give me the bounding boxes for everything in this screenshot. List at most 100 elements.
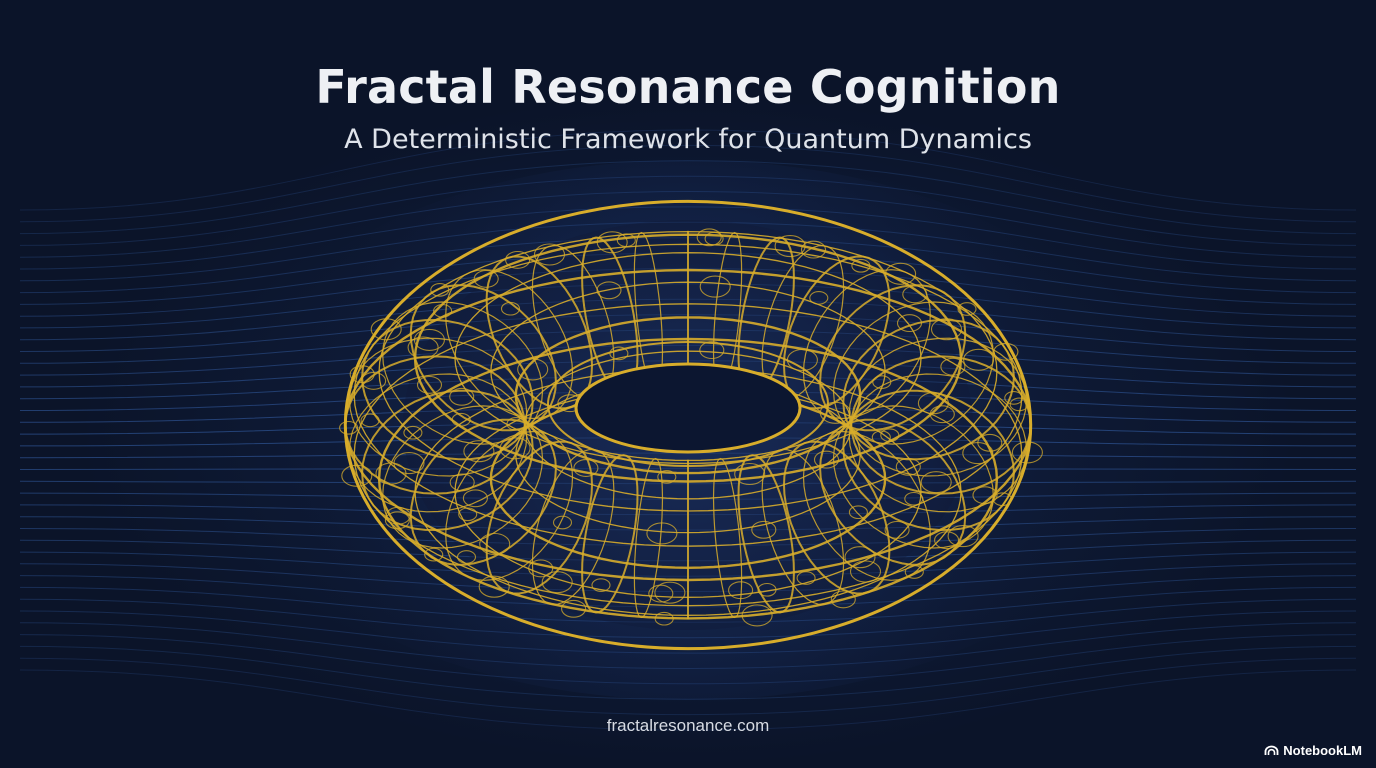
torus-inner-ring (547, 341, 829, 467)
torus-cell (800, 240, 827, 259)
torus-cell (416, 375, 443, 394)
torus-cell (654, 581, 686, 604)
torus-cell (734, 462, 766, 486)
torus-cell (1004, 391, 1024, 405)
field-line (19, 160, 1357, 235)
torus-cell (407, 336, 439, 359)
torus-cell (528, 559, 554, 578)
torus-cell (972, 486, 998, 505)
torus-cell (1011, 441, 1043, 464)
torus-cell (871, 430, 891, 445)
field-line (19, 206, 1357, 270)
notebooklm-brand: NotebookLM (1264, 743, 1362, 758)
torus-cell (375, 462, 407, 485)
torus-parallel (378, 230, 998, 512)
torus-cell (657, 470, 677, 484)
torus-cell (884, 520, 910, 539)
torus-cell (506, 417, 526, 431)
torus-cell (849, 560, 882, 583)
torus-cell (499, 437, 531, 460)
torus-cell (796, 571, 816, 585)
torus-cell (561, 599, 587, 618)
torus-cell (699, 341, 725, 360)
torus-cell (517, 358, 549, 381)
torus-cell (920, 471, 952, 494)
torus-cell (478, 575, 510, 598)
torus-cell (809, 291, 829, 305)
torus-cell (541, 571, 573, 594)
torus-cell (851, 258, 871, 273)
field-line (19, 634, 1357, 685)
field-line (19, 657, 1357, 716)
torus-cell (947, 525, 979, 548)
field-line (19, 221, 1357, 282)
torus-cell (741, 604, 773, 627)
torus-cell (728, 581, 754, 600)
torus-cell (451, 412, 471, 427)
torus-cell (596, 231, 628, 254)
torus-cell (449, 387, 475, 406)
field-line (19, 669, 1357, 731)
field-line (19, 622, 1357, 670)
field-line (19, 598, 1357, 639)
torus-cell (533, 243, 566, 266)
torus-cell (360, 413, 380, 428)
torus-parallel (344, 268, 1032, 582)
torus-cell (930, 318, 963, 341)
field-line (19, 175, 1357, 246)
field-line (19, 190, 1357, 258)
field-line (19, 610, 1357, 654)
torus-cell (458, 507, 478, 522)
notebooklm-logo-icon (1264, 745, 1279, 755)
torus-parallel (377, 337, 999, 620)
torus-cell (895, 457, 921, 476)
torus-cell (552, 515, 573, 530)
torus-cell (992, 492, 1012, 507)
torus-cell (500, 301, 521, 316)
slide-subtitle: A Deterministic Framework for Quantum Dy… (344, 124, 1032, 155)
torus-cell (844, 546, 876, 569)
torus-cell (885, 262, 917, 285)
torus-cell (830, 590, 856, 609)
torus-lattice (339, 199, 1043, 651)
torus-cell (848, 505, 868, 520)
torus-parallel (414, 367, 962, 616)
torus-cell (699, 275, 731, 298)
torus-cell (384, 511, 410, 530)
brand-label: NotebookLM (1283, 743, 1362, 758)
torus-cell (424, 547, 444, 562)
torus-cell (462, 489, 488, 508)
torus-cell (505, 250, 531, 269)
website-url[interactable]: fractalresonance.com (606, 716, 770, 735)
torus-cell (917, 392, 949, 415)
torus-cell (904, 565, 924, 579)
torus-parallel (454, 385, 922, 598)
field-line (19, 129, 1357, 211)
torus-cell (940, 357, 966, 376)
torus-cell (616, 233, 636, 248)
torus-cell (1009, 397, 1029, 412)
torus-cell (339, 420, 359, 435)
torus-cell (591, 578, 611, 592)
torus-cell (757, 582, 777, 597)
torus-cell (433, 304, 453, 318)
torus-cell (370, 318, 402, 341)
torus-cell (962, 442, 994, 465)
slide-title: Fractal Resonance Cognition (315, 60, 1061, 114)
field-line (19, 645, 1357, 700)
field-line (19, 144, 1357, 223)
torus-cell (957, 302, 977, 316)
torus-cell (813, 450, 840, 469)
torus-cell (463, 440, 495, 463)
torus-cell (456, 550, 477, 564)
torus-cell (479, 532, 511, 556)
torus-cell (341, 464, 373, 487)
torus-cell (696, 228, 722, 247)
torus-cell (963, 348, 995, 371)
torus-parallel (514, 316, 862, 475)
torus-cell (473, 269, 499, 288)
torus-cell (929, 405, 955, 424)
torus-cell (819, 401, 851, 424)
